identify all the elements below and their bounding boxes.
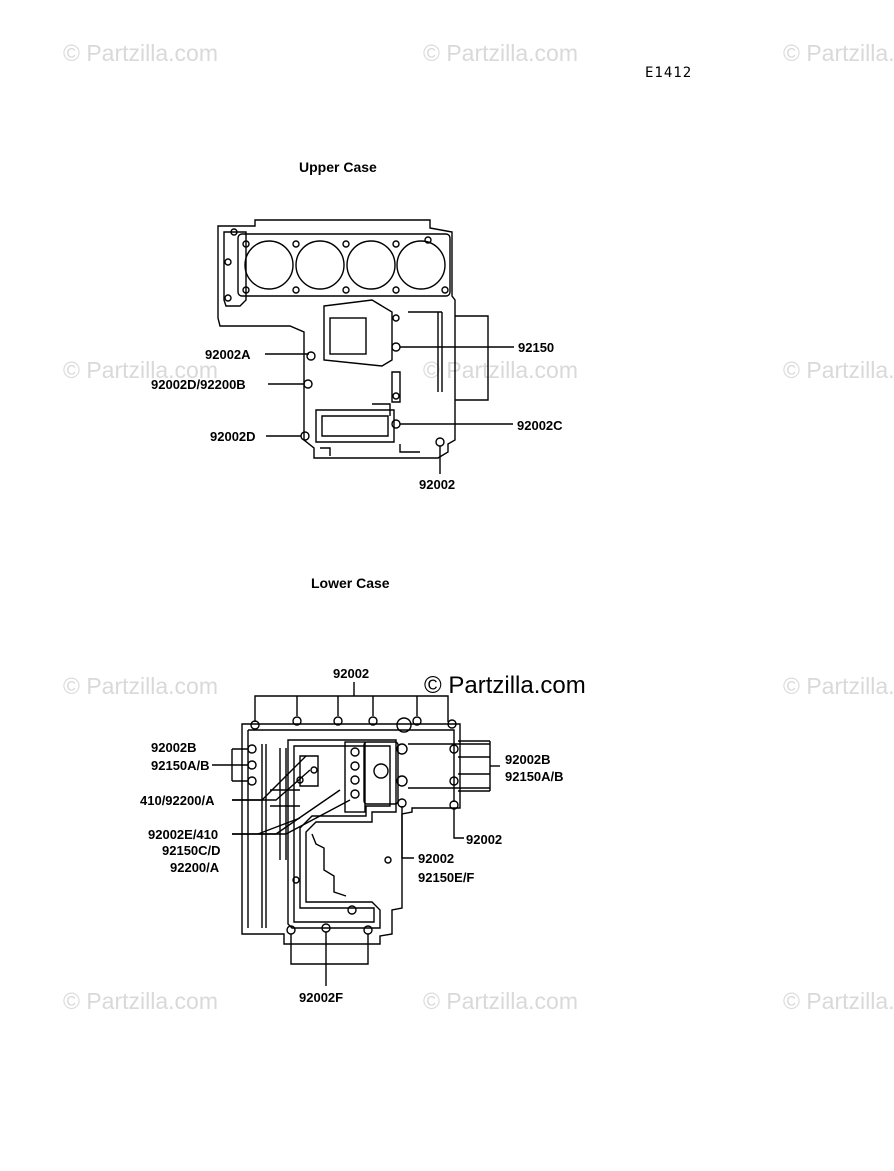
watermark-main: © Partzilla.com: [424, 672, 586, 699]
label-92002-center: 92002: [418, 851, 454, 866]
label-92150ef: 92150E/F: [418, 870, 474, 885]
label-92002d: 92002D: [210, 429, 256, 444]
label-92002a: 92002A: [205, 347, 251, 362]
label-92002-right: 92002: [466, 832, 502, 847]
watermark: © Partzilla.com: [423, 40, 578, 66]
watermark: © Partzilla.com: [423, 357, 578, 383]
lower-case-title: Lower Case: [311, 575, 390, 591]
label-92002-top: 92002: [333, 666, 369, 681]
label-92002b-left: 92002B: [151, 740, 197, 755]
watermark: © Partzilla.com: [63, 673, 218, 699]
label-92200a: 92200/A: [170, 860, 220, 875]
watermark: © Partzilla.com: [783, 673, 894, 699]
label-92150ab-left: 92150A/B: [151, 758, 210, 773]
label-92150ab-right: 92150A/B: [505, 769, 564, 784]
lower-case-drawing: [241, 695, 461, 945]
watermark: © Partzilla.com: [783, 988, 894, 1014]
label-92002b-right: 92002B: [505, 752, 551, 767]
diagram-code: E1412: [645, 65, 693, 81]
watermark: © Partzilla.com: [423, 988, 578, 1014]
upper-case-drawing: [217, 219, 489, 459]
watermark: © Partzilla.com: [63, 988, 218, 1014]
label-92150cd: 92150C/D: [162, 843, 221, 858]
watermark: © Partzilla.com: [783, 357, 894, 383]
watermark: © Partzilla.com: [63, 357, 218, 383]
label-92002e-410: 92002E/410: [148, 827, 218, 842]
watermark: © Partzilla.com: [783, 40, 894, 66]
watermark: © Partzilla.com: [63, 40, 218, 66]
label-92002c: 92002C: [517, 418, 563, 433]
label-92002d-92200b: 92002D/92200B: [151, 377, 246, 392]
upper-case-title: Upper Case: [299, 159, 377, 175]
label-92002f: 92002F: [299, 990, 343, 1005]
label-410-92200a: 410/92200/A: [140, 793, 215, 808]
label-92002: 92002: [419, 477, 455, 492]
label-92150: 92150: [518, 340, 554, 355]
